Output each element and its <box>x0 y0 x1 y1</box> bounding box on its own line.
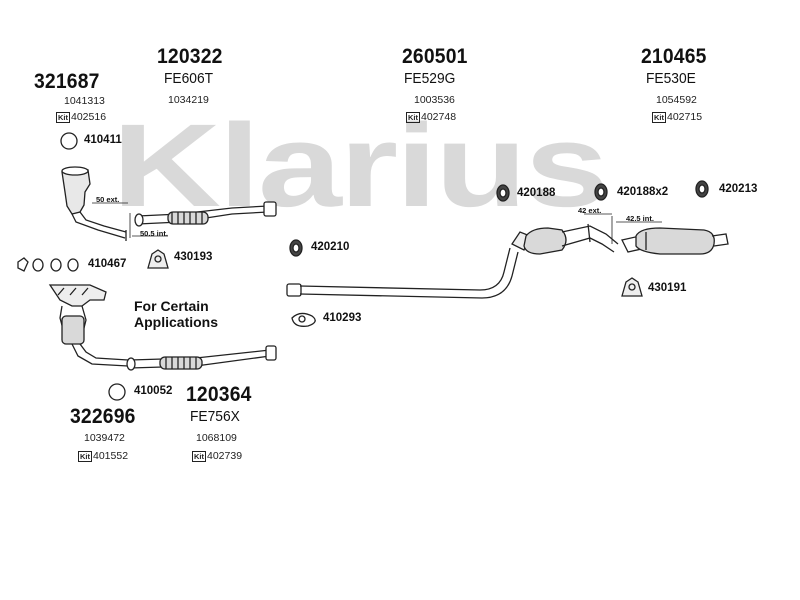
dimension-42-ext: 42 ext. <box>578 206 602 215</box>
kit-tag: Kit <box>652 111 666 123</box>
part-number-120322: 120322 <box>157 45 223 68</box>
dimension-42-5-int: 42.5 int. <box>626 214 654 223</box>
ring-gasket-lower-icon <box>108 383 126 401</box>
accessory-420210: 420210 <box>311 241 350 253</box>
dimension-50-ext: 50 ext. <box>96 195 120 204</box>
ref-number-210465: 1054592 <box>656 94 697 106</box>
kit-number-210465: Kit 402715 <box>652 111 702 123</box>
accessory-420188x2: 420188x2 <box>617 186 669 198</box>
kit-number-120364: Kit 402739 <box>192 450 242 462</box>
applications-note: For Certain Applications <box>134 298 218 330</box>
kit-tag: Kit <box>78 450 92 462</box>
rear-silencer <box>621 227 729 255</box>
ring-gasket-icon <box>60 132 78 150</box>
accessory-430191: 430191 <box>648 282 687 294</box>
gasket-set-icon <box>17 257 79 272</box>
part-number-322696: 322696 <box>70 405 136 428</box>
accessory-410411: 410411 <box>84 134 122 146</box>
ref-number-120364: 1068109 <box>196 432 237 444</box>
model-code-fe606t: FE606T <box>164 70 214 87</box>
kit-tag: Kit <box>406 111 420 123</box>
rubber-hanger-420188-icon <box>496 184 510 202</box>
dimension-50-5-int: 50.5 int. <box>140 229 168 238</box>
rubber-mount-icon <box>147 249 169 269</box>
ref-number-120322: 1034219 <box>168 94 209 106</box>
model-code-fe530e: FE530E <box>646 70 696 87</box>
rubber-hanger-420213-icon <box>695 180 709 198</box>
gasket-410293-icon <box>291 312 316 327</box>
kit-value: 402516 <box>71 111 107 123</box>
ref-number-321687: 1041313 <box>64 95 105 107</box>
model-code-fe529g: FE529G <box>404 70 456 87</box>
brand-watermark: Klarius <box>112 100 609 232</box>
note-line-2: Applications <box>134 314 219 330</box>
part-number-120364: 120364 <box>186 383 252 406</box>
kit-number-321687: Kit 402516 <box>56 111 106 123</box>
accessory-410467: 410467 <box>88 258 127 270</box>
front-pipe-lower <box>126 345 277 371</box>
kit-number-260501: Kit 402748 <box>406 111 456 123</box>
part-number-210465: 210465 <box>641 45 707 68</box>
accessory-410293: 410293 <box>323 312 362 324</box>
kit-number-322696: Kit 401552 <box>78 450 128 462</box>
accessory-420213: 420213 <box>719 183 758 195</box>
kit-value: 401552 <box>93 450 129 462</box>
rubber-mount-430191-icon <box>621 277 643 297</box>
kit-value: 402739 <box>207 450 243 462</box>
model-code-fe756x: FE756X <box>190 408 240 425</box>
centre-silencer <box>286 223 619 299</box>
accessory-430193: 430193 <box>174 251 213 263</box>
accessory-420188: 420188 <box>517 187 556 199</box>
rubber-hanger-420188x2-icon <box>594 183 608 201</box>
rubber-hanger-420210-icon <box>289 239 303 257</box>
accessory-410052: 410052 <box>134 385 173 397</box>
part-number-321687: 321687 <box>34 70 100 93</box>
manifold-catalyst-lower <box>48 284 129 367</box>
kit-tag: Kit <box>56 111 70 123</box>
ref-number-322696: 1039472 <box>84 432 125 444</box>
front-pipe-upper <box>134 201 277 227</box>
part-number-260501: 260501 <box>402 45 468 68</box>
note-line-1: For Certain <box>134 298 209 314</box>
ref-number-260501: 1003536 <box>414 94 455 106</box>
kit-tag: Kit <box>192 450 206 462</box>
kit-value: 402715 <box>667 111 703 123</box>
catalytic-converter-upper <box>61 166 127 241</box>
kit-value: 402748 <box>421 111 457 123</box>
